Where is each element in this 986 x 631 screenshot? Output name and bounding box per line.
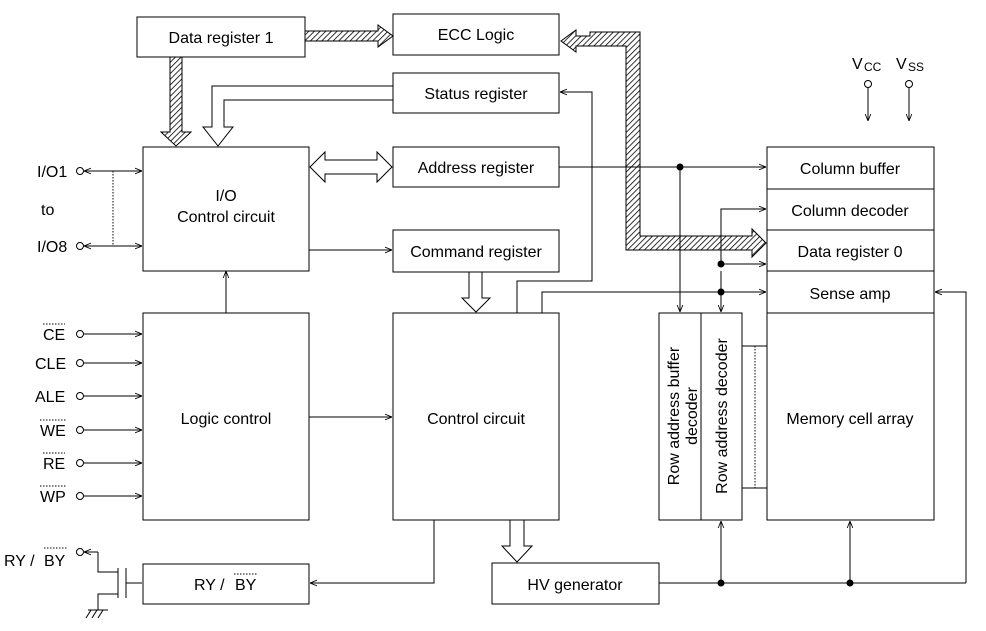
bus-arrow-dr1-to-io: [159, 56, 193, 147]
command-register-block: Command register: [392, 229, 560, 273]
bus-arrow-dr1-to-ecc: [304, 24, 394, 48]
sense-amp-block: [766, 270, 935, 314]
ry-by-output-pin: RY / BY: [4, 547, 142, 619]
hollow-arrow-status-to-io: [201, 85, 394, 147]
ry-by-block: RY / BY: [142, 563, 310, 605]
signal-lines: [226, 92, 967, 587]
pin-cle-label: CLE: [35, 356, 66, 373]
hv-generator-label: HV generator: [527, 577, 623, 594]
row-address-decoder-block: Row address decoder: [700, 312, 743, 521]
pin-io8-terminal: [76, 242, 84, 250]
status-register-block: Status register: [392, 72, 560, 114]
logic-control-block: Logic control: [142, 312, 310, 521]
control-pins: CE CLE ALE WE RE WP: [35, 323, 142, 506]
hollow-arrow-io-address-bidir: [309, 150, 393, 184]
ry-by-block-label-ry: RY /: [194, 577, 225, 594]
row-address-buffer-label-line1: Row address buffer: [666, 346, 683, 485]
io-pins: I/O1 to I/O8: [37, 164, 142, 256]
sense-amp-label: Sense amp: [810, 286, 891, 303]
hv-generator-block: HV generator: [491, 562, 660, 605]
pin-io1-label: I/O1: [37, 164, 67, 181]
pin-we-label: WE: [40, 423, 66, 440]
hollow-arrow-cmd-to-control: [460, 271, 492, 313]
memory-cell-array-label: Memory cell array: [786, 411, 913, 428]
pin-io1-terminal: [76, 167, 84, 175]
row-address-buffer-label-line2: decoder: [684, 386, 701, 444]
address-register-label: Address register: [418, 160, 535, 177]
io-control-label-line2: Control circuit: [177, 209, 275, 226]
data-register-1-label: Data register 1: [169, 30, 274, 47]
row-address-decoder-label: Row address decoder: [714, 338, 731, 494]
ry-by-block-label-by: BY: [235, 577, 257, 594]
vss-label-sub: SS: [908, 60, 924, 74]
status-register-label: Status register: [424, 86, 528, 103]
pin-re-label: RE: [43, 456, 65, 473]
bus-ecc-to-data-register-0: [560, 29, 767, 259]
io-control-label-line1: I/O: [215, 188, 236, 205]
address-register-block: Address register: [392, 146, 560, 188]
io-control-circuit-block: I/O Control circuit: [142, 146, 310, 272]
vcc-label-main: V: [852, 56, 863, 73]
ecc-logic-label: ECC Logic: [438, 27, 514, 44]
control-circuit-label: Control circuit: [427, 411, 525, 428]
pin-ce-label: CE: [43, 327, 65, 344]
control-circuit-block: Control circuit: [392, 312, 560, 521]
memory-cell-array-block: [766, 312, 935, 521]
column-decoder-block: [766, 188, 935, 231]
column-stack: Column buffer Column decoder Data regist…: [766, 146, 935, 521]
row-address-buffer-decoder-block: Row address buffer decoder: [658, 312, 702, 521]
data-register-0-label: Data register 0: [798, 244, 903, 261]
vss-label-main: V: [896, 56, 907, 73]
vcc-label-sub: CC: [864, 60, 882, 74]
column-buffer-label: Column buffer: [800, 161, 901, 178]
pin-wp-label: WP: [40, 489, 66, 506]
pin-to-label: to: [41, 202, 54, 219]
logic-control-label: Logic control: [181, 411, 272, 428]
data-register-1-block: Data register 1: [136, 16, 306, 58]
command-register-label: Command register: [410, 244, 542, 261]
pin-io8-label: I/O8: [37, 239, 67, 256]
pin-by-label: BY: [44, 553, 66, 570]
column-decoder-label: Column decoder: [791, 203, 909, 220]
hollow-arrow-control-to-hv: [500, 519, 534, 563]
supply-pins: V CC V SS: [852, 56, 924, 121]
pin-ale-label: ALE: [35, 389, 65, 406]
ecc-logic-block: ECC Logic: [392, 13, 560, 56]
pin-ry-label: RY /: [4, 553, 35, 570]
